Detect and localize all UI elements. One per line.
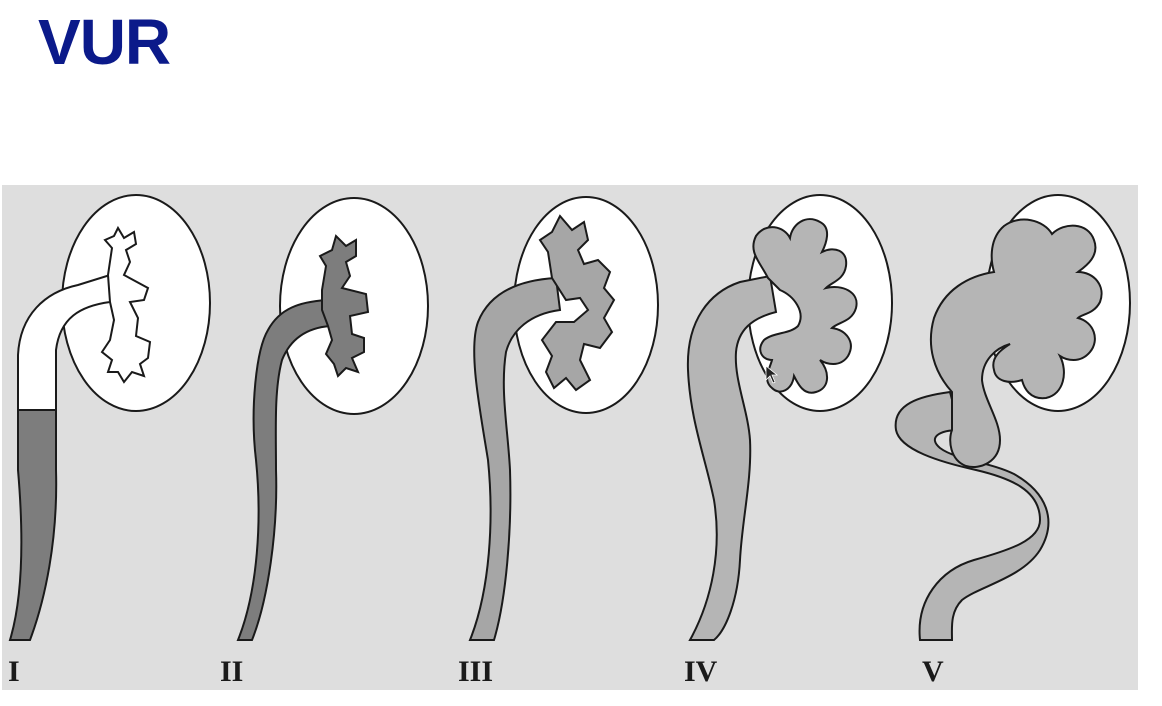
grade-4-collecting-system	[752, 218, 858, 394]
grade-3-diagram	[468, 196, 659, 641]
mouse-cursor-icon	[765, 365, 779, 384]
grade-label-3: III	[458, 655, 494, 688]
grade-label-5: V	[922, 655, 944, 688]
grade-label-1: I	[8, 655, 20, 688]
grade-label-4: IV	[684, 655, 718, 688]
grade-2-collecting-system	[318, 234, 370, 378]
grade-label-2: II	[220, 655, 244, 688]
grade-1-collecting-system	[100, 225, 152, 384]
grade-3-collecting-system	[538, 214, 616, 392]
grade-4-diagram	[686, 194, 893, 641]
grade-5-diagram	[894, 194, 1131, 641]
grade-5-ureter-reflux	[894, 390, 1050, 641]
slide-title: VUR	[38, 6, 171, 78]
grade-5-collecting-system	[929, 218, 1103, 468]
grade-1-diagram	[8, 194, 211, 641]
grade-4-ureter-reflux	[686, 274, 778, 641]
grade-1-ureter-reflux	[8, 409, 58, 641]
grade-2-diagram	[236, 197, 429, 641]
